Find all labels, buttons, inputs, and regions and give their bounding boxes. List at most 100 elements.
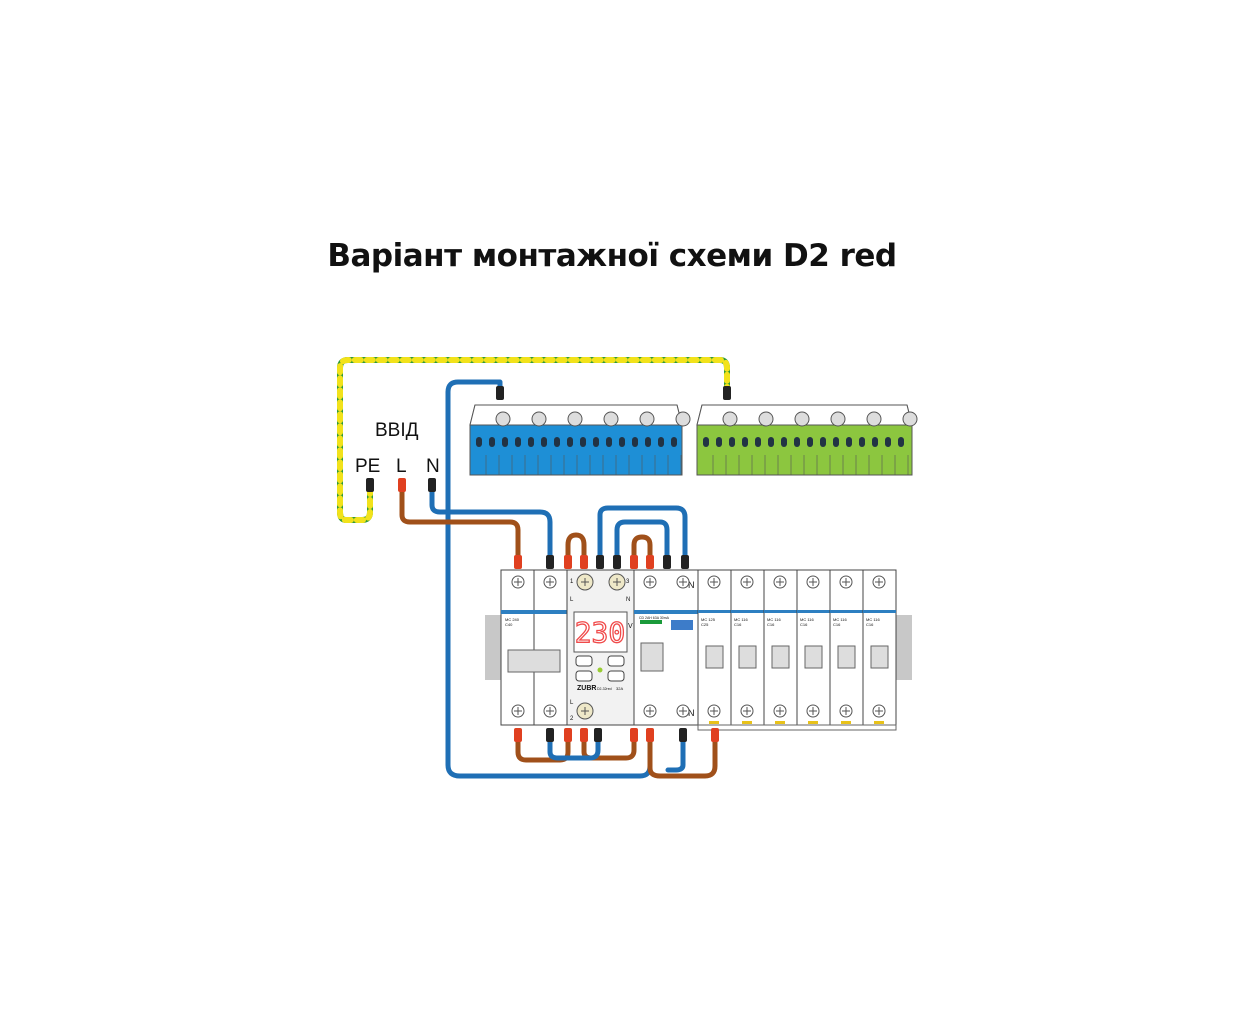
breaker-model: MC 116 (833, 617, 847, 622)
breaker-model: MC 125 (701, 617, 716, 622)
bus-slot (502, 437, 508, 447)
breaker-rating: C40 (505, 622, 513, 627)
bus-slot (807, 437, 813, 447)
rcd-out-n (665, 737, 686, 773)
bus-slot (755, 437, 761, 447)
bus-slot (716, 437, 722, 447)
power-button[interactable] (607, 670, 625, 682)
main-breaker: MC 240 C40 (500, 569, 568, 726)
wire-ferrule (580, 555, 588, 569)
bus-slot (859, 437, 865, 447)
terminal-label: L (570, 700, 574, 706)
wire-ferrule (613, 555, 621, 569)
neutral-wire-main (445, 379, 653, 779)
breaker-rating: C25 (701, 622, 709, 627)
relay-out-line (581, 737, 637, 761)
relay-line-loop (631, 534, 653, 558)
bus-slot (606, 437, 612, 447)
bus-screw-icon (603, 411, 619, 427)
wire-ferrule (496, 386, 504, 400)
menu-button[interactable] (575, 670, 593, 682)
terminal-label: N (626, 597, 630, 603)
wire-ferrule (546, 728, 554, 742)
bus-screw-icon (567, 411, 583, 427)
bus-slot (768, 437, 774, 447)
bus-slot (554, 437, 560, 447)
breaker-model: MC 116 (800, 617, 814, 622)
bus-screw-icon (639, 411, 655, 427)
terminal-number: 1 (570, 579, 574, 585)
bus-slot (794, 437, 800, 447)
breaker-rating: C16 (833, 622, 841, 627)
bus-slot (515, 437, 521, 447)
bus-slot (898, 437, 904, 447)
brand-label: ZUBR (577, 685, 596, 692)
bus-slot (567, 437, 573, 447)
bus-screw-icon (758, 411, 774, 427)
bus-slot (632, 437, 638, 447)
wire-ferrule (711, 728, 719, 742)
minus-button[interactable] (575, 655, 593, 667)
breaker-rating: C16 (866, 622, 874, 627)
rating-label: 32A (616, 686, 623, 691)
input-label: ВВІД (375, 420, 419, 441)
wire-ferrule (646, 728, 654, 742)
breaker-n-loop (547, 737, 601, 761)
wire-ferrule (564, 555, 572, 569)
wire-ferrule (564, 728, 572, 742)
relay-l-wire (565, 532, 587, 558)
wire-ferrule (646, 555, 654, 569)
bus-slot (885, 437, 891, 447)
wire-ferrule (580, 728, 588, 742)
bus-screw-icon (902, 411, 918, 427)
relay-n-wire (614, 519, 670, 558)
wire-ferrule (723, 386, 731, 400)
rcd: CD 2AH 63A 30mA N N (633, 569, 699, 726)
terminal-number: 3 (626, 579, 630, 585)
terminal-label: N (688, 580, 695, 590)
wire-ferrule (594, 728, 602, 742)
neutral-bus-bar (469, 404, 691, 476)
status-led (597, 667, 603, 673)
bus-screw-icon (794, 411, 810, 427)
breaker-model: MC 116 (767, 617, 781, 622)
breaker-model: MC 116 (866, 617, 880, 622)
breaker-model: MC 116 (734, 617, 748, 622)
bus-slot (820, 437, 826, 447)
neutral-bus-to-rcd (597, 505, 688, 558)
bus-screw-icon (531, 411, 547, 427)
bus-slot (593, 437, 599, 447)
bus-slot (872, 437, 878, 447)
wire-ferrule (366, 478, 374, 492)
breaker-rating: C16 (800, 622, 808, 627)
bus-slot (541, 437, 547, 447)
voltage-display: 230 (575, 616, 626, 649)
bus-slot (729, 437, 735, 447)
wire-ferrule (398, 478, 406, 492)
wire-ferrule (630, 728, 638, 742)
neutral-wire-input (429, 485, 553, 558)
bus-slot (781, 437, 787, 447)
bus-slot (658, 437, 664, 447)
bus-slot (645, 437, 651, 447)
bus-slot (580, 437, 586, 447)
wire-ferrule (546, 555, 554, 569)
n-label: N (426, 456, 440, 477)
voltage-relay: 230 V ZUBR D2-32red 32A 1 3 2 L N L (566, 569, 635, 726)
breaker-rating: C16 (767, 622, 775, 627)
wire-ferrule (679, 728, 687, 742)
model-label: D2-32red (597, 687, 612, 691)
terminal-label: N (688, 708, 695, 718)
breaker-model: MC 240 (505, 617, 520, 622)
bus-screw-icon (722, 411, 738, 427)
wire-ferrule (428, 478, 436, 492)
unit-label: V (628, 623, 633, 630)
plus-button[interactable] (607, 655, 625, 667)
